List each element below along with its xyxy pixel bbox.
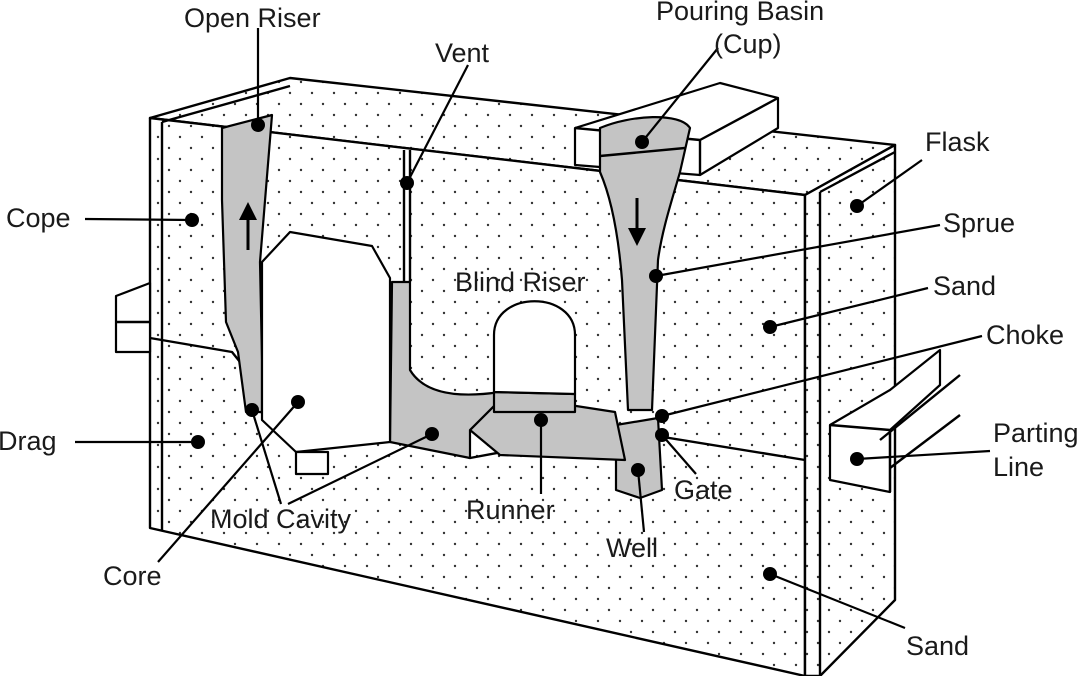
label-flask: Flask — [925, 127, 990, 157]
leaders — [75, 28, 991, 630]
mold-cavity-metal — [388, 280, 507, 460]
label-drag: Drag — [0, 426, 57, 456]
label-choke: Choke — [986, 320, 1064, 350]
label-sand-lower: Sand — [906, 631, 969, 661]
upflow-arrow-icon — [239, 202, 257, 250]
label-blind-riser: Blind Riser — [455, 267, 586, 297]
label-core: Core — [103, 561, 162, 591]
label-line: Line — [993, 452, 1044, 482]
text-labels: Open Riser Vent Pouring Basin (Cup) Flas… — [0, 0, 1079, 661]
blind-riser-base — [492, 390, 577, 414]
label-runner: Runner — [466, 495, 555, 525]
label-cope: Cope — [6, 203, 71, 233]
label-sprue: Sprue — [943, 208, 1015, 238]
label-parting: Parting — [993, 418, 1079, 448]
label-vent: Vent — [435, 38, 490, 68]
core-shape — [260, 230, 392, 454]
label-pouring-basin-cup: (Cup) — [714, 29, 782, 59]
label-well: Well — [606, 533, 658, 563]
label-open-riser: Open Riser — [184, 3, 321, 33]
flask-pin-left — [114, 281, 152, 354]
core-print — [294, 450, 330, 476]
label-mold-cavity: Mold Cavity — [210, 504, 352, 534]
sprue-channel — [598, 116, 692, 412]
flask-frame-top — [161, 84, 291, 124]
blind-riser-void — [492, 300, 577, 396]
label-pouring-basin: Pouring Basin — [656, 0, 824, 26]
label-gate: Gate — [674, 475, 733, 505]
flask-frame-side — [819, 150, 896, 194]
label-sand-upper: Sand — [933, 271, 996, 301]
well-channel — [614, 416, 664, 500]
mold-side-face — [803, 143, 897, 676]
downflow-arrow-icon — [628, 198, 646, 246]
